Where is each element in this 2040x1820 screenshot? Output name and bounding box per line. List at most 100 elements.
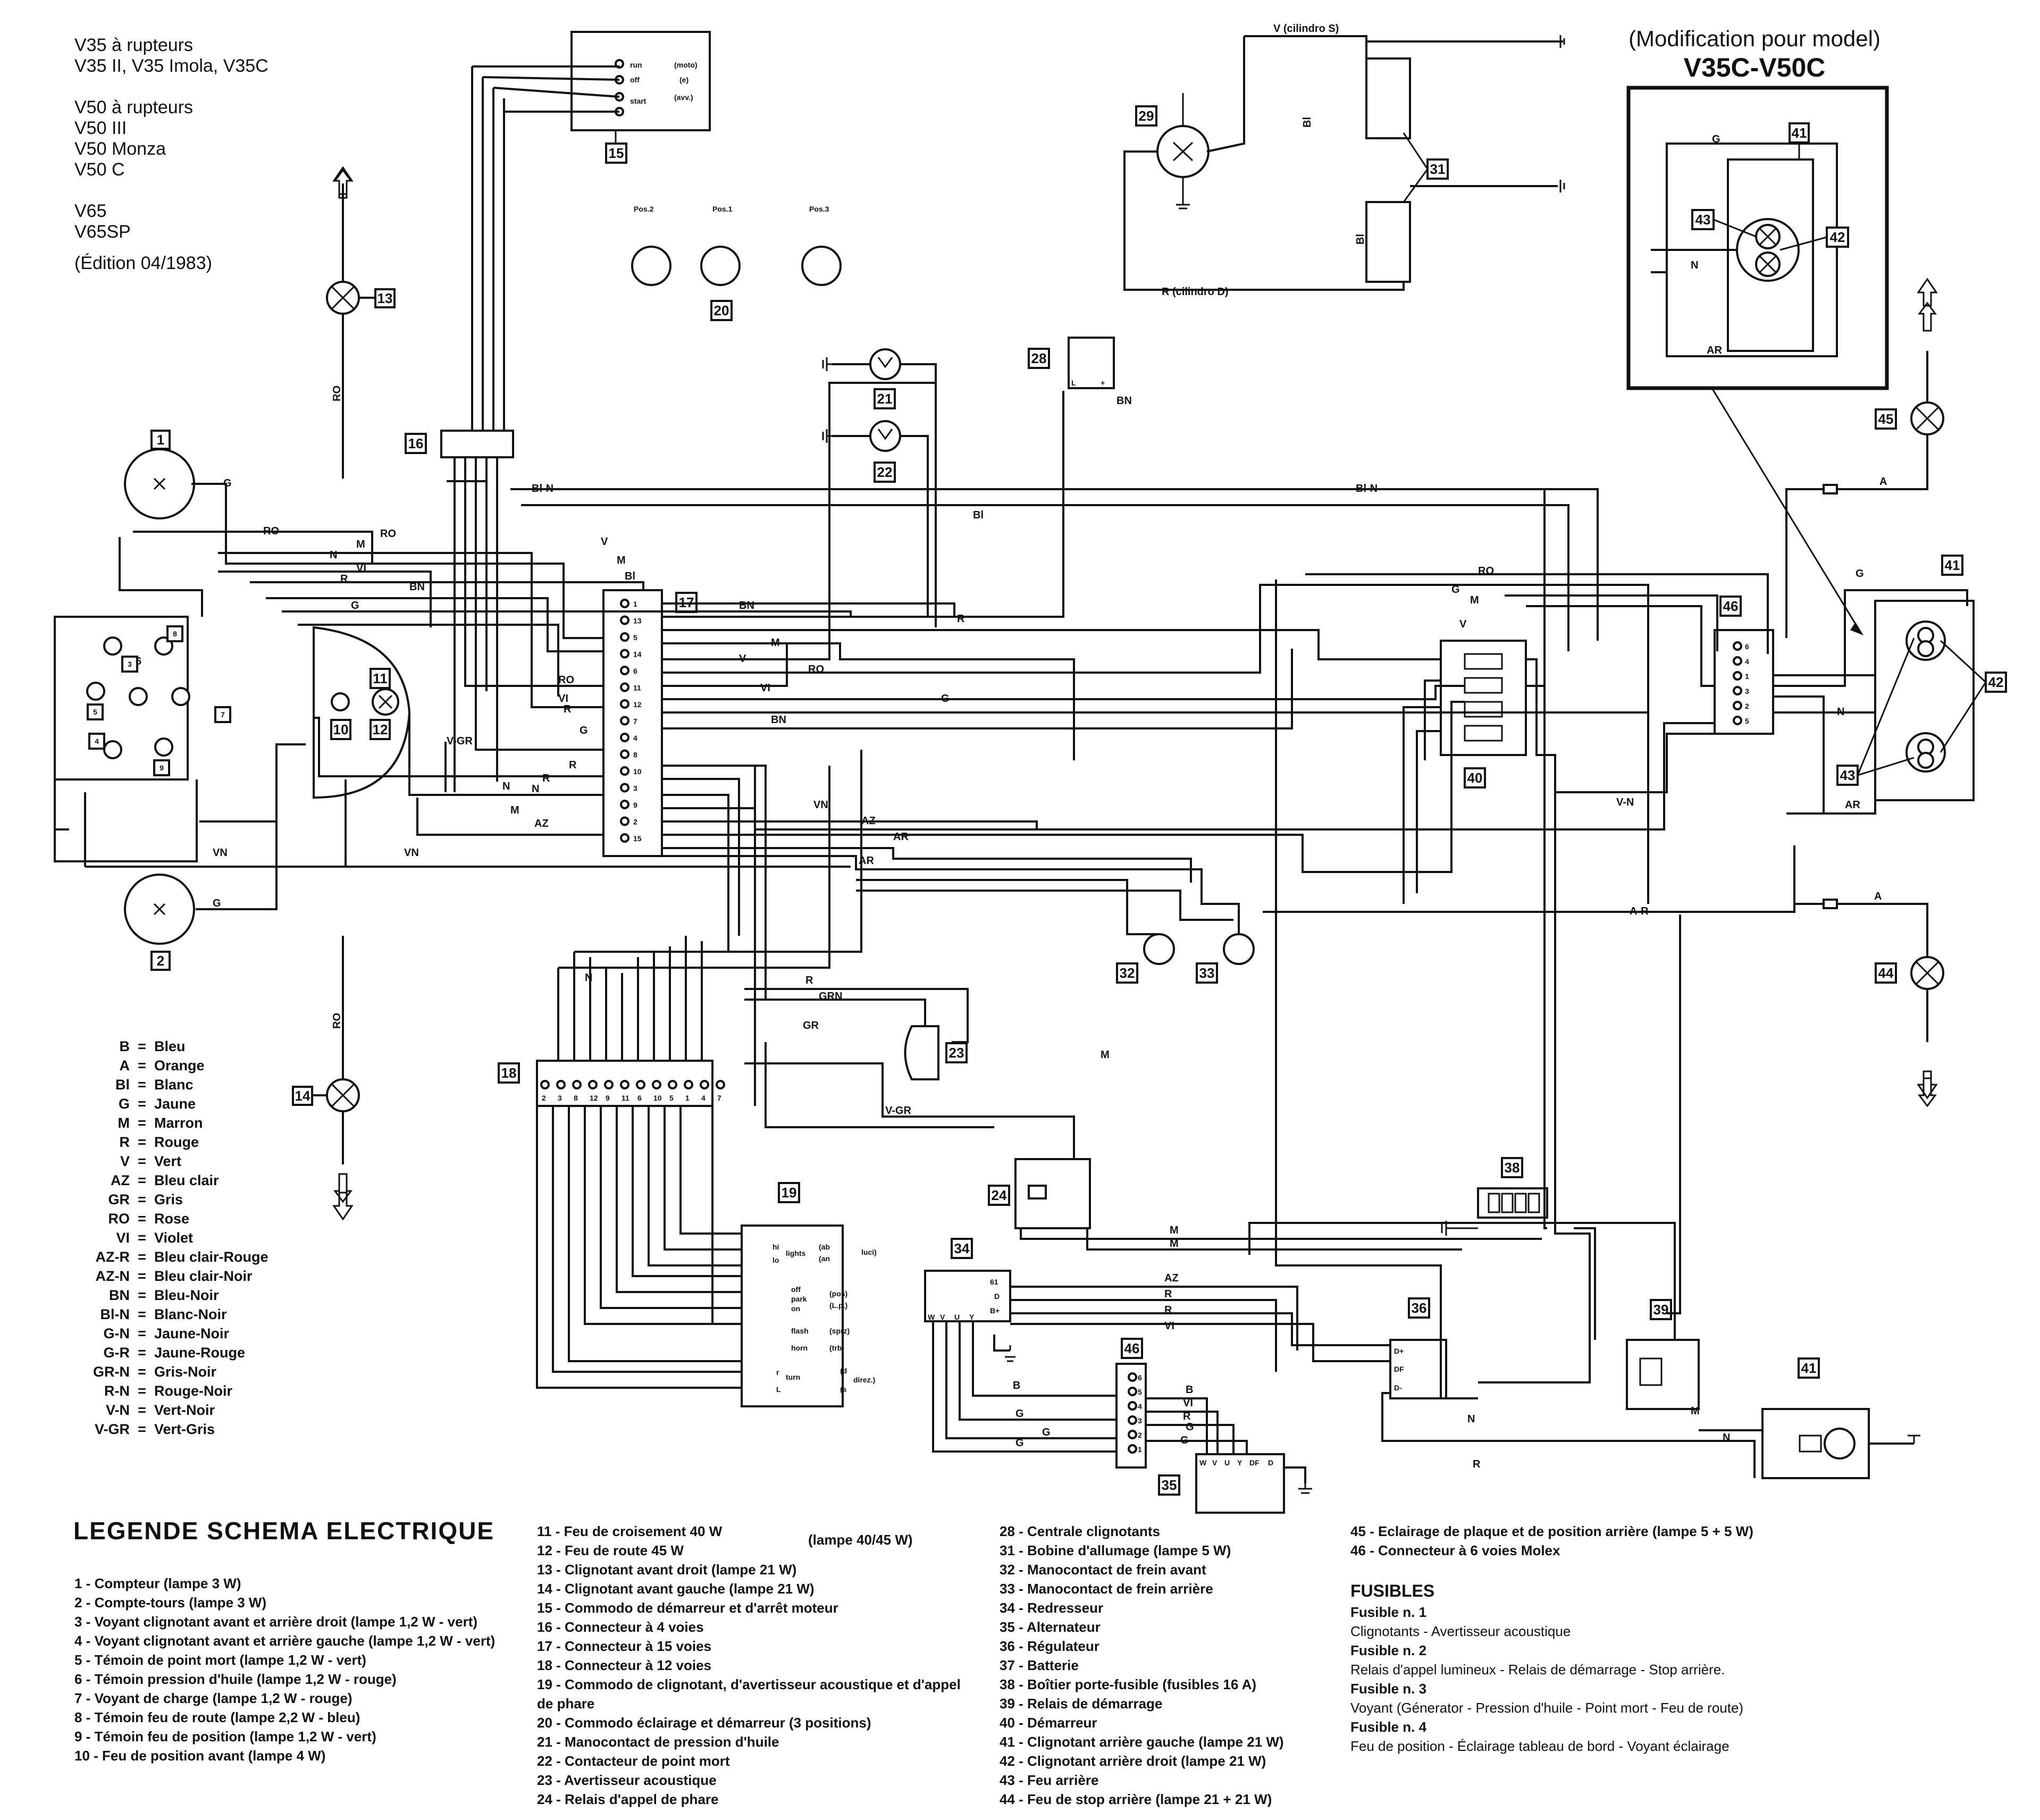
model-line: V35 à rupteurs [74, 35, 194, 55]
svg-text:M: M [1470, 594, 1479, 606]
component-16: 16 [408, 435, 424, 451]
component-36: 36 [1412, 1300, 1427, 1316]
connector-pin [620, 632, 629, 642]
svg-text:M: M [1101, 1049, 1110, 1061]
color-code: G [118, 1096, 130, 1112]
component-31: 31 [1430, 161, 1446, 177]
equals-sign: = [138, 1287, 146, 1303]
modification-model: V35C-V50C [1683, 53, 1826, 82]
legend-item: 4 - Voyant clignotant avant et arrière g… [74, 1633, 496, 1649]
equals-sign: = [138, 1192, 146, 1207]
svg-text:N: N [502, 781, 510, 792]
pin-label: 8 [574, 1094, 578, 1102]
legend-item: 33 - Manocontact de frein arrière [1000, 1581, 1213, 1597]
rear-indicators: 45 44 AA [1785, 301, 1944, 1108]
equals-sign: = [138, 1421, 146, 1437]
connector-pin [620, 816, 629, 826]
legend-item: 17 - Connecteur à 15 voies [537, 1638, 712, 1654]
component-21: 21 [877, 391, 893, 407]
svg-text:r: r [776, 1368, 779, 1377]
legend-item: 12 - Feu de route 45 W [537, 1542, 684, 1558]
pin-label: 3 [1745, 687, 1749, 695]
svg-text:(moto): (moto) [674, 61, 698, 69]
ignition-coils: 29 31 V (cilindro S) R (cilindro D) Bl B… [1123, 23, 1563, 298]
connector-pin [1733, 701, 1742, 710]
svg-text:AR: AR [1845, 799, 1860, 811]
legend-title: LEGENDE SCHEMA ELECTRIQUE [73, 1517, 495, 1545]
svg-text:(L.p.): (L.p.) [829, 1301, 847, 1310]
component-44b: 42 [1988, 674, 2004, 690]
component-35: 35 [1162, 1477, 1177, 1493]
svg-text:G: G [1186, 1421, 1194, 1433]
connector-pin [572, 1080, 582, 1089]
svg-text:AR: AR [893, 831, 909, 843]
svg-text:Bl-N: Bl-N [1356, 483, 1378, 494]
svg-text:R: R [542, 773, 550, 784]
svg-text:L: L [776, 1385, 781, 1394]
legend-item: 15 - Commodo de démarreur et d'arrêt mot… [537, 1600, 838, 1616]
color-code: AZ [111, 1172, 130, 1188]
color-name: Vert-Gris [154, 1421, 215, 1437]
svg-text:7: 7 [221, 710, 225, 719]
equals-sign: = [138, 1096, 146, 1112]
pin-label: 5 [669, 1094, 674, 1102]
connector-pin [1128, 1430, 1137, 1439]
color-name: Orange [154, 1058, 205, 1073]
horn-and-relay: 23 24 [904, 1025, 1091, 1229]
component-42: 45 [1878, 411, 1894, 427]
rear-light-assembly: 41 42 43 [1836, 555, 2007, 801]
edition-line: (Édition 04/1983) [74, 253, 212, 273]
svg-text:U: U [954, 1313, 960, 1321]
color-name: Vert [154, 1153, 182, 1169]
svg-text:DF: DF [1394, 1365, 1404, 1373]
svg-text:A-R: A-R [1630, 905, 1649, 917]
component-19: 19 [782, 1185, 797, 1201]
fuse-heading: Fusible n. 4 [1350, 1719, 1427, 1735]
svg-text:M: M [1170, 1238, 1179, 1249]
equals-sign: = [138, 1230, 146, 1246]
color-name: Gris [154, 1192, 183, 1207]
fuse-box: 40 [1440, 640, 1527, 789]
svg-text:G: G [1856, 568, 1864, 580]
svg-text:Bl: Bl [1355, 234, 1366, 245]
color-code-row: V-GR=Vert-Gris [49, 1420, 283, 1439]
svg-text:R: R [1183, 1411, 1191, 1422]
connector-pin [620, 699, 629, 709]
svg-text:(sprz): (sprz) [829, 1327, 850, 1335]
svg-text:Pos.1: Pos.1 [712, 205, 733, 213]
svg-text:(pos): (pos) [829, 1289, 847, 1298]
headlight-switch: Pos.2 Pos.1 Pos.3 20 [631, 205, 842, 321]
legend-item: 36 - Régulateur [1000, 1638, 1099, 1654]
color-code-row: GR=Gris [49, 1190, 283, 1209]
modification-caption: (Modification pour model) [1628, 26, 1881, 51]
model-line: V50 à rupteurs [74, 97, 194, 118]
svg-text:G: G [1451, 584, 1460, 596]
legend-item: 42 - Clignotant arrière droit (lampe 21 … [1000, 1753, 1266, 1769]
connector-pin [620, 833, 629, 843]
svg-text:R: R [1164, 1304, 1172, 1316]
svg-text:VI: VI [1164, 1320, 1174, 1332]
color-code-row: AZ=Bleu clair [49, 1171, 283, 1190]
legend-item: 9 - Témoin feu de position (lampe 1,2 W … [74, 1729, 376, 1744]
legend-item: 5 - Témoin de point mort (lampe 1,2 W - … [74, 1652, 366, 1668]
svg-text:BN: BN [1116, 395, 1132, 407]
svg-text:hi: hi [773, 1243, 779, 1251]
pin-label: 7 [633, 717, 637, 726]
legend-item: 46 - Connecteur à 6 voies Molex [1350, 1542, 1560, 1558]
color-name: Blanc-Noir [154, 1306, 227, 1322]
svg-text:W: W [928, 1313, 935, 1321]
fuse-description: Voyant (Génerator - Pression d'huile - P… [1350, 1700, 1744, 1716]
svg-text:V: V [1459, 618, 1467, 630]
legend-item: 7 - Voyant de charge (lampe 1,2 W - roug… [74, 1690, 352, 1706]
svg-text:VN: VN [213, 847, 228, 859]
instrument-cluster: 1 2 3 5 4 8 9 7 6 11 10 12 [54, 430, 411, 971]
svg-text:R: R [957, 613, 965, 625]
svg-text:VN: VN [404, 847, 419, 859]
pin-label: 4 [701, 1094, 706, 1102]
color-name: Violet [154, 1230, 194, 1246]
svg-text:M: M [771, 637, 780, 649]
svg-text:luci): luci) [861, 1248, 877, 1256]
color-code: G-R [103, 1345, 130, 1361]
color-name: Blanc [154, 1077, 194, 1093]
